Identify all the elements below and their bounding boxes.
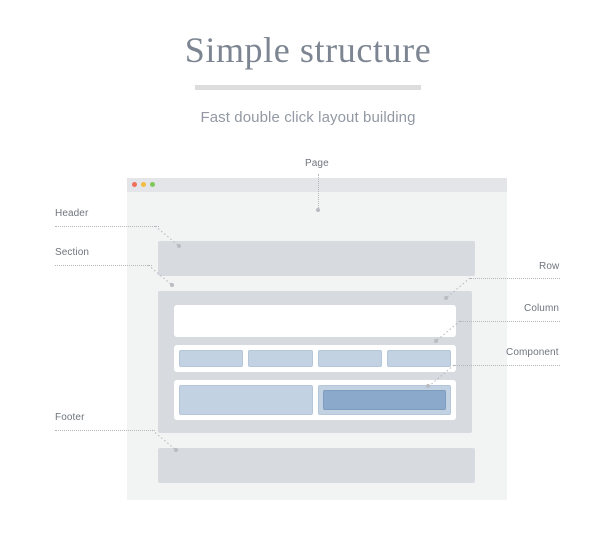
mockup-column-5[interactable] (179, 385, 313, 415)
leader-line-section (55, 265, 152, 267)
leader-line-footer (55, 430, 155, 432)
leader-line-row (470, 278, 560, 280)
mockup-column-4[interactable] (386, 350, 451, 367)
title-divider (195, 85, 421, 90)
leader-endpoint-row (444, 296, 448, 300)
annotation-label-section: Section (55, 247, 90, 258)
leader-line-column (460, 321, 560, 323)
traffic-lights (132, 182, 155, 187)
mockup-section-block[interactable] (158, 291, 472, 433)
mockup-row-1[interactable] (174, 305, 456, 337)
mockup-footer-block[interactable] (158, 448, 475, 483)
leader-diagonal-column (435, 320, 461, 342)
mockup-row-3[interactable] (174, 380, 456, 420)
leader-line-page (318, 174, 320, 210)
mockup-column-1[interactable] (179, 350, 244, 367)
row-2-columns (179, 350, 451, 367)
leader-diagonal-row (445, 277, 471, 299)
leader-diagonal-section (147, 264, 173, 286)
mockup-column-2[interactable] (248, 350, 313, 367)
maximize-dot-icon[interactable] (150, 182, 155, 187)
annotation-label-footer: Footer (55, 412, 85, 423)
page-title: Simple structure (184, 30, 432, 70)
annotation-label-column: Column (524, 303, 560, 314)
leader-endpoint-footer (174, 448, 178, 452)
page-subtitle: Fast double click layout building (200, 109, 416, 126)
leader-endpoint-column (434, 339, 438, 343)
leader-diagonal-footer (151, 429, 177, 451)
close-dot-icon[interactable] (132, 182, 137, 187)
annotation-label-component: Component (506, 347, 559, 358)
leader-line-component (454, 365, 560, 367)
leader-endpoint-header (177, 244, 181, 248)
leader-line-header (55, 226, 159, 228)
mockup-component[interactable] (322, 390, 446, 410)
annotation-label-header: Header (55, 208, 89, 219)
minimize-dot-icon[interactable] (141, 182, 146, 187)
browser-titlebar (127, 178, 507, 192)
browser-mockup (127, 178, 507, 500)
heading-block: Simple structure Fast double click layou… (0, 28, 616, 126)
page-canvas (127, 192, 507, 500)
leader-endpoint-section (170, 283, 174, 287)
annotation-label-page: Page (305, 158, 329, 169)
annotation-label-row: Row (539, 261, 560, 272)
mockup-row-2[interactable] (174, 345, 456, 372)
row-3-columns (179, 385, 451, 415)
leader-endpoint-component (426, 384, 430, 388)
mockup-column-6[interactable] (317, 385, 451, 415)
leader-diagonal-header (154, 225, 180, 247)
mockup-column-3[interactable] (317, 350, 382, 367)
leader-diagonal-component (427, 364, 455, 388)
mockup-header-block[interactable] (158, 241, 475, 276)
leader-endpoint-page (316, 208, 320, 212)
